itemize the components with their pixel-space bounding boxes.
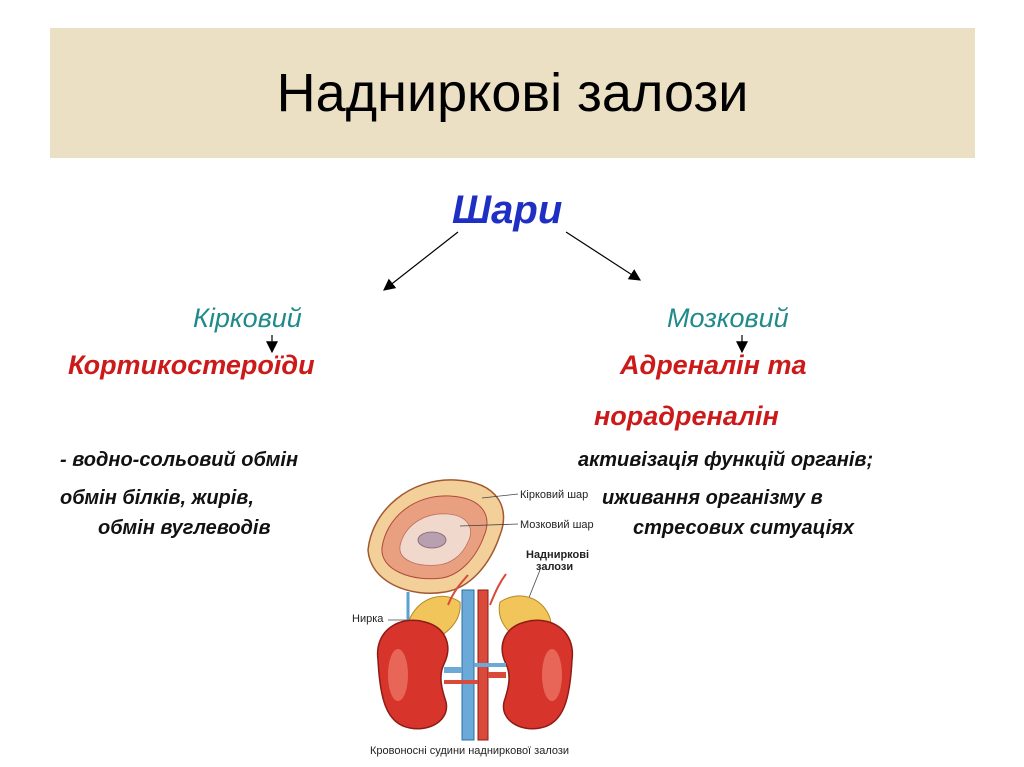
- adrenal-gland-illustration: Кірковий шар Мозковий шар Надниркові зал…: [352, 479, 594, 757]
- label-medulla: Мозковий шар: [520, 519, 594, 531]
- arrow-to-cortex: [383, 231, 459, 291]
- cortex-hormone: Кортикостероїди: [68, 350, 315, 380]
- slide-title: Наднирковi залози: [276, 63, 749, 123]
- cortex-layer-label: Кірковий: [193, 303, 302, 333]
- label-glands-1: Надниркові: [526, 549, 589, 561]
- label-caption: Кровоносні судини надниркової залози: [370, 745, 569, 757]
- layers-heading: Шари: [452, 188, 563, 232]
- label-kidney: Нирка: [352, 613, 384, 625]
- medulla-function-1: активізація функцій органів;: [578, 449, 874, 471]
- title-bar: Наднирковi залози: [50, 28, 975, 158]
- medulla-function-2: иживання організму в: [602, 487, 823, 509]
- adrenal-cross-section: [367, 479, 505, 594]
- cortex-function-3: обмін вуглеводів: [98, 517, 271, 539]
- label-glands-2: залози: [536, 561, 573, 573]
- medulla-hormone-line1: Адреналін та: [620, 350, 807, 380]
- arrow-to-medulla: [565, 231, 642, 281]
- medulla-layer-label: Мозковий: [667, 303, 789, 333]
- medulla-hormone-line2: норадреналін: [594, 401, 779, 431]
- label-cortex: Кірковий шар: [520, 489, 588, 501]
- cortex-function-2: обмін білків, жирів,: [60, 487, 254, 509]
- medulla-function-3: стресових ситуаціях: [633, 517, 855, 539]
- cortex-function-1: - водно-сольовий обмін: [60, 449, 299, 471]
